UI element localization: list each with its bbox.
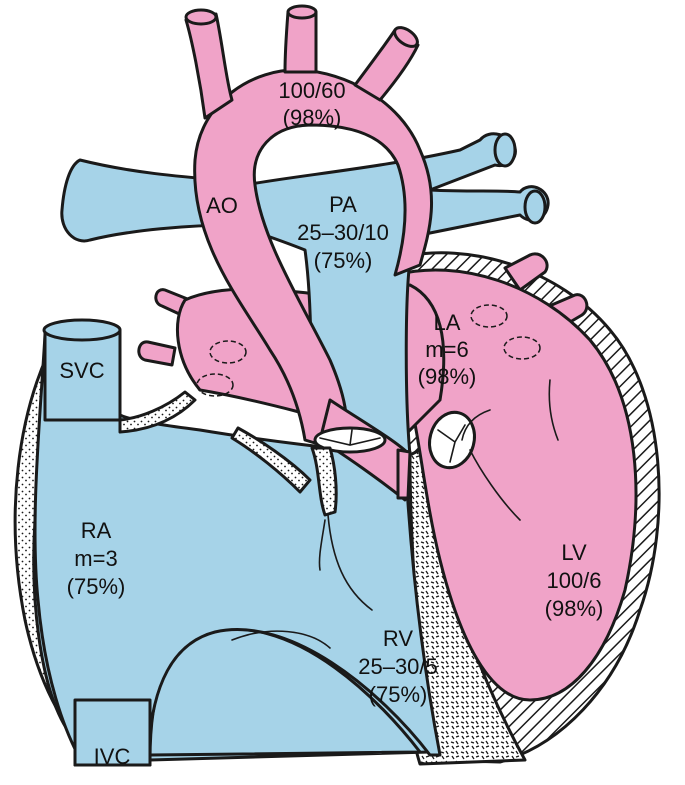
- label-la-saturation: (98%): [418, 364, 477, 389]
- label-lv: LV: [561, 540, 587, 565]
- brachiocephalic-opening: [184, 8, 218, 26]
- left-carotid-artery: [283, 10, 318, 74]
- atrial-septum-stipple: [118, 390, 197, 434]
- aortic-valve-cusps: [437, 424, 466, 463]
- label-ra-saturation: (75%): [67, 574, 126, 599]
- label-lv-saturation: (98%): [545, 596, 604, 621]
- label-rv-pressure: 25–30/5: [358, 654, 438, 679]
- label-pa-pressure: 25–30/10: [297, 220, 389, 245]
- pv-ostium-4: [196, 373, 234, 397]
- label-pa: PA: [329, 192, 357, 217]
- chorda-lv: [461, 409, 491, 441]
- label-svc: SVC: [59, 358, 104, 383]
- pulmonary-vein-upper-right: [503, 252, 549, 292]
- label-aorta-pressure: 100/60: [278, 78, 345, 103]
- pulmonary-vein-lower-left: [137, 340, 177, 367]
- label-lv-pressure: 100/6: [546, 568, 601, 593]
- pv-ostium-2: [503, 336, 541, 360]
- label-rv: RV: [383, 626, 413, 651]
- svc-opening: [42, 318, 122, 342]
- papillary-rv: [231, 630, 331, 649]
- chorda-rv-2: [318, 519, 326, 571]
- left-ventricle-chamber: [393, 268, 638, 702]
- tricuspid-leaflet: [310, 446, 338, 517]
- chorda-lv-2: [548, 379, 559, 441]
- label-aorta-saturation: (98%): [283, 105, 342, 130]
- chorda-rv: [327, 514, 373, 611]
- label-ao: AO: [206, 193, 238, 218]
- label-la-pressure: m=6: [425, 337, 468, 362]
- label-pa-saturation: (75%): [314, 248, 373, 273]
- label-rv-saturation: (75%): [369, 682, 428, 707]
- ra-body: [33, 333, 442, 762]
- subclavian-opening: [393, 26, 419, 48]
- brachiocephalic-artery: [184, 12, 234, 120]
- label-la: LA: [434, 310, 461, 335]
- pulmonary-valve-cusps: [319, 429, 381, 446]
- inferior-vena-cava: [73, 698, 152, 767]
- pa-branch-opening-upper: [493, 132, 517, 168]
- carotid-opening: [286, 4, 318, 20]
- pv-ostium-3: [209, 340, 247, 364]
- pa-branch-opening-lower: [523, 189, 547, 225]
- pv-ostium-1: [470, 304, 508, 328]
- mitral-leaflet: [396, 448, 412, 500]
- label-ra: RA: [81, 518, 112, 543]
- mitral-chord: [469, 449, 521, 521]
- label-ra-pressure: m=3: [74, 546, 117, 571]
- label-ivc: IVC: [94, 744, 131, 769]
- crista-supraventricularis: [230, 426, 312, 494]
